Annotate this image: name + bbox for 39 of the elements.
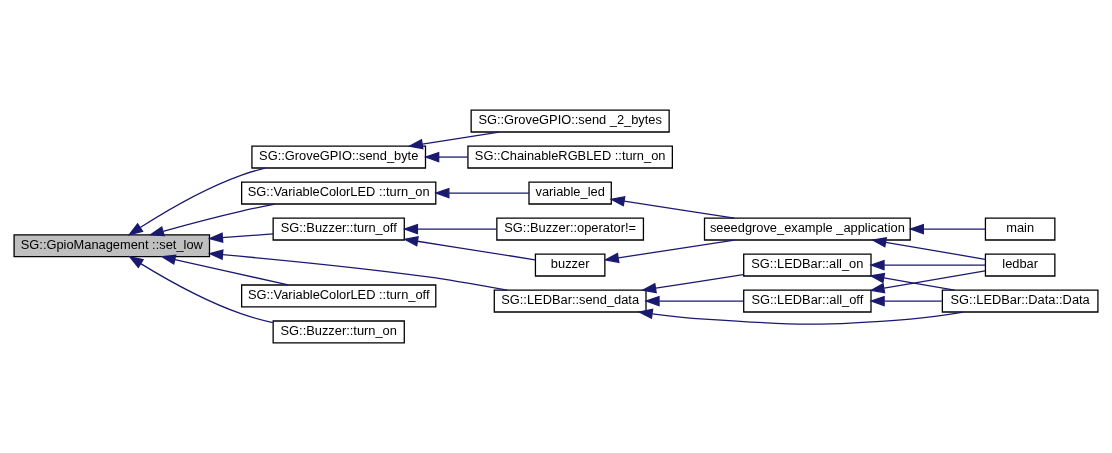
node-box: SG::LEDBar::all_off (743, 289, 872, 313)
arrow (640, 274, 744, 294)
node-box: SG::LEDBar::all_on (743, 253, 872, 277)
arrow (402, 223, 498, 235)
arrow (128, 255, 274, 324)
node-box: SG::VariableColorLED ::turn_off (241, 284, 437, 308)
node-box: SG::GroveGPIO::send_byte (251, 145, 427, 169)
node-box: SG::Buzzer::turn_on (272, 320, 405, 344)
arrow (870, 237, 986, 260)
node-box: variable_led (528, 181, 612, 205)
arrow (434, 187, 530, 199)
node-box: seeedgrove_example _application (703, 217, 911, 241)
node-box: SG::Buzzer::operator!= (496, 217, 645, 241)
arrow (402, 236, 536, 261)
arrow (869, 270, 986, 294)
arrow (207, 232, 274, 243)
arrow (609, 195, 736, 219)
node-box: SG::GroveGPIO::send _2_bytes (470, 109, 670, 133)
arrow (207, 249, 508, 291)
arrow (127, 167, 266, 236)
arrow (908, 223, 986, 235)
arrow (869, 295, 943, 307)
node-box: SG::ChainableRGBLED ::turn_on (467, 145, 673, 169)
arrow (869, 272, 956, 291)
arrow (148, 203, 276, 237)
arrow (423, 151, 469, 163)
node-box: buzzer (534, 253, 606, 277)
arrow (160, 254, 289, 286)
node-box: SG::GpioManagement ::set_low (13, 234, 211, 258)
node-box: SG::LEDBar::Data::Data (941, 289, 1099, 313)
node-box: SG::Buzzer::turn_off (272, 217, 405, 241)
arrow (869, 259, 986, 271)
node-box: SG::LEDBar::send_data (493, 289, 647, 313)
arrow (637, 308, 964, 325)
arrow (644, 295, 744, 307)
node-box: ledbar (984, 253, 1056, 277)
node-box: SG::VariableColorLED ::turn_on (241, 181, 437, 205)
node-box: main (984, 217, 1056, 241)
arrow (603, 239, 736, 264)
